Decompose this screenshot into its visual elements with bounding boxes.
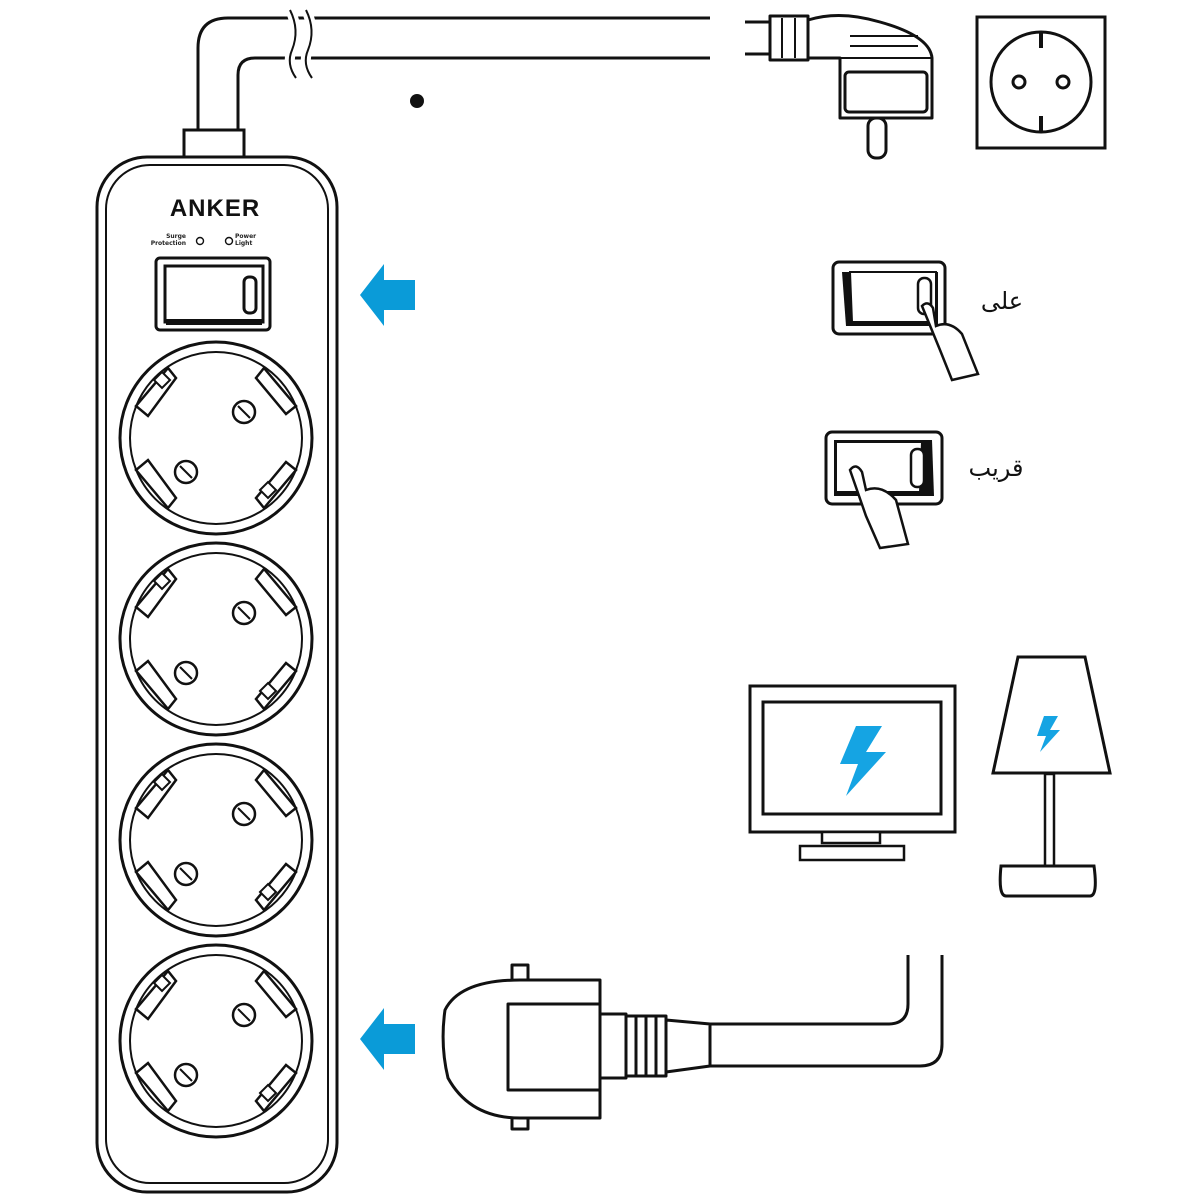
socket-2: [118, 541, 314, 737]
bolt-icon: [1037, 716, 1060, 752]
arrow-left-icon: [360, 264, 415, 326]
lamp-icon: [991, 655, 1112, 898]
led-surge-icon: [195, 236, 205, 246]
switch-off-icon: [824, 430, 944, 550]
socket-3: [118, 742, 314, 938]
socket-4: [118, 943, 314, 1139]
strip-switch[interactable]: [154, 256, 272, 332]
wall-socket-icon: [975, 15, 1107, 150]
tv-icon: [748, 684, 957, 862]
switch-off-label: قريب: [969, 454, 1024, 482]
arrow-left-icon: [360, 1008, 415, 1070]
brand-logo: ANKER: [170, 195, 260, 222]
device-plug-icon: [441, 963, 712, 1131]
input-cable: [196, 7, 710, 130]
socket-1: [118, 340, 314, 536]
dot-marker: [410, 94, 424, 108]
device-cable: [708, 955, 944, 1068]
switch-on-label: على: [981, 287, 1023, 315]
wall-plug-icon: [745, 13, 934, 160]
switch-on-icon: [831, 260, 980, 382]
bolt-icon: [840, 726, 886, 796]
socket-group: [118, 340, 314, 1139]
led-power-icon: [224, 236, 234, 246]
